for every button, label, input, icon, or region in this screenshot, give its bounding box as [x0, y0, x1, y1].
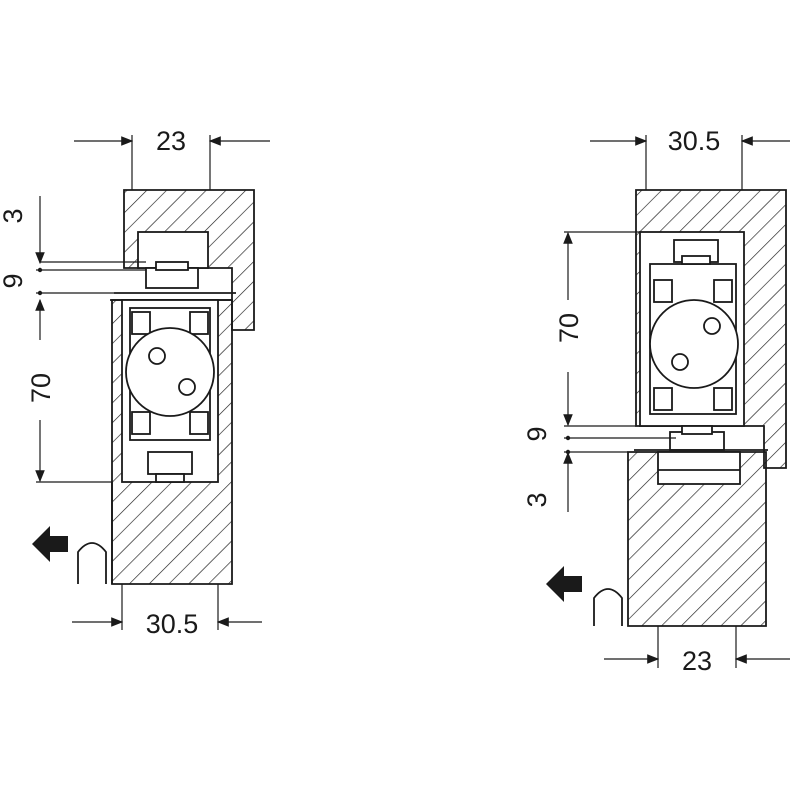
left-clip: [131, 311, 151, 335]
right-cam-hole: [703, 317, 721, 335]
left-cam-disc: [125, 327, 215, 417]
right-view: 30.5 23 70 9 3: [522, 126, 790, 676]
right-upper-stop-base: [681, 255, 711, 265]
left-dim-dot: [37, 290, 43, 296]
right-dim-top-label: 30.5: [668, 126, 721, 156]
right-dim-dot: [565, 435, 571, 441]
right-clip: [713, 279, 733, 303]
left-cam-hole: [148, 347, 166, 365]
left-pivot-pin: [145, 267, 199, 289]
left-lower-stop-base: [155, 473, 185, 483]
left-hinge-cylinder: [77, 542, 107, 584]
left-lower-stop: [147, 451, 193, 475]
left-dim-bottom-label: 30.5: [146, 609, 199, 639]
left-dim-height-label: 70: [26, 373, 56, 403]
left-dim-dot: [37, 267, 43, 273]
left-dim-gap-mid-label: 9: [0, 273, 28, 288]
right-pivot-pin-top: [681, 425, 713, 435]
right-dim-bottom-label: 23: [682, 646, 712, 676]
right-cam-hole: [671, 353, 689, 371]
left-view: 23 30.5 3 9 70: [0, 126, 270, 639]
right-mounting-plate: [657, 451, 741, 485]
left-clip: [189, 411, 209, 435]
right-dim-gap-bottom-label: 3: [522, 492, 552, 507]
right-dim-gap-mid-label: 9: [522, 426, 552, 441]
left-clip: [189, 311, 209, 335]
arrow-left-icon: [546, 566, 582, 602]
left-dim-top-label: 23: [156, 126, 186, 156]
arrow-left-icon: [32, 526, 68, 562]
right-dim-height-label: 70: [554, 313, 584, 343]
left-cam-hole: [178, 378, 196, 396]
right-hinge-cylinder: [593, 588, 623, 626]
left-clip: [131, 411, 151, 435]
left-pivot-pin-top: [155, 261, 189, 271]
right-clip: [653, 387, 673, 411]
right-clip: [653, 279, 673, 303]
left-dim-gap-top-label: 3: [0, 208, 28, 223]
right-clip: [713, 387, 733, 411]
right-cam-disc: [649, 299, 739, 389]
